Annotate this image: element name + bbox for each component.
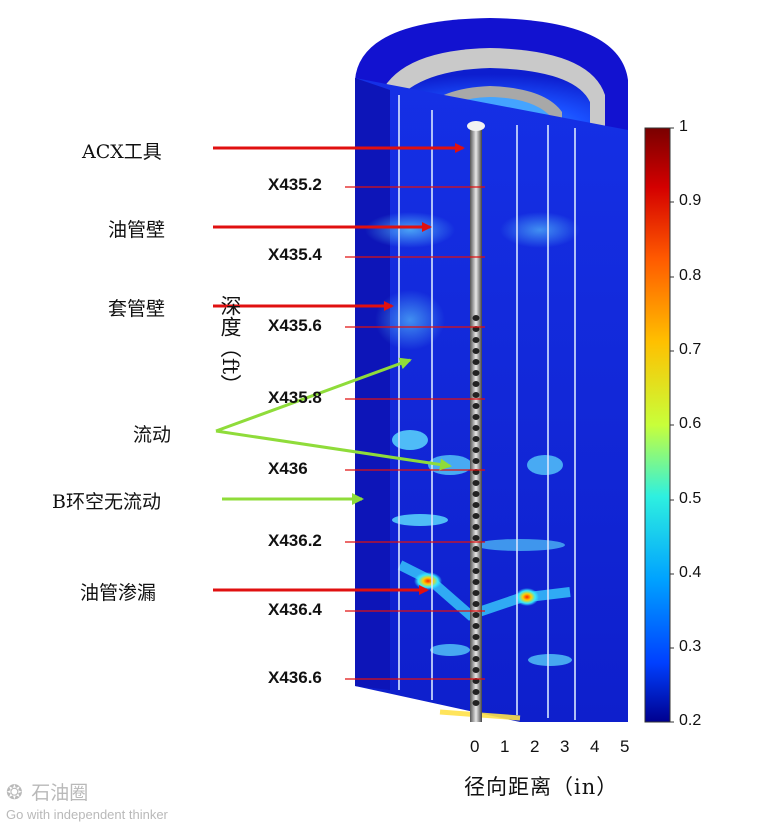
tool-perforation (472, 513, 480, 519)
tool-perforation (472, 568, 480, 574)
glow-7 (392, 514, 448, 526)
colorbar-tick-label: 0.8 (679, 267, 702, 284)
tool-perforation (472, 337, 480, 343)
tool-perforation (472, 502, 480, 508)
tool-perforation (472, 557, 480, 563)
x-tick-label: 5 (620, 737, 630, 756)
tool-perforation (472, 623, 480, 629)
leak-hot-1 (414, 572, 442, 590)
glow-3 (375, 290, 445, 350)
label-acx-tool: ACX工具 (82, 141, 162, 163)
colorbar-tick-label: 0.9 (679, 192, 702, 209)
tool-perforation (472, 700, 480, 706)
tool-perforation (472, 601, 480, 607)
y-axis-title: 深度（ft） (218, 295, 242, 396)
glow-8 (475, 539, 565, 551)
colorbar-tick-label: 0.3 (679, 638, 702, 655)
colorbar-tick-label: 0.5 (679, 490, 702, 507)
x-tick-label: 3 (560, 737, 570, 756)
tool-perforation (472, 315, 480, 321)
colorbar-tick-label: 0.6 (679, 415, 702, 432)
colorbar-ticks (670, 127, 674, 723)
depth-label: X435.4 (268, 245, 322, 264)
depth-label: X436.2 (268, 531, 322, 550)
tool-perforation (472, 491, 480, 497)
tool-perforation (472, 645, 480, 651)
tool-perforation (472, 348, 480, 354)
colorbar-tick-label: 0.7 (679, 341, 702, 358)
colorbar-tick-label: 0.4 (679, 564, 702, 581)
glow-10 (528, 654, 572, 666)
depth-label: X435.6 (268, 316, 322, 335)
tool-perforation (472, 546, 480, 552)
tool-perforation (472, 579, 480, 585)
tool-perforation (472, 689, 480, 695)
depth-leaders (345, 186, 485, 680)
colorbar-tick-label: 1 (679, 118, 688, 135)
watermark-slogan: Go with independent thinker (6, 807, 168, 822)
glow-1 (365, 212, 455, 248)
tool-perforation (472, 370, 480, 376)
tool-perforation (472, 458, 480, 464)
x-tick-label: 2 (530, 737, 540, 756)
tool-perforation (472, 392, 480, 398)
x-tick-label: 4 (590, 737, 600, 756)
tool-top (467, 121, 485, 131)
leak-hot-2 (515, 588, 539, 606)
watermark-name: 石油圈 (31, 783, 89, 804)
glow-4 (392, 430, 428, 450)
label-b-annulus-no-flow: B环空无流动 (52, 491, 161, 513)
tool-perforation (472, 436, 480, 442)
tool-perforation (472, 425, 480, 431)
x-tick-label: 0 (470, 737, 480, 756)
x-tick-label: 1 (500, 737, 510, 756)
depth-label: X436 (268, 459, 308, 478)
tool-perforation (472, 656, 480, 662)
model-face (355, 78, 628, 722)
depth-label: X436.6 (268, 668, 322, 687)
depth-label: X436.4 (268, 600, 322, 619)
tool-perforation (472, 447, 480, 453)
tool-perforation (472, 403, 480, 409)
depth-label: X435.8 (268, 388, 322, 407)
tool-perforation (472, 414, 480, 420)
tool-perforation (472, 634, 480, 640)
watermark-logo-icon: ❂ (6, 782, 23, 804)
tool-perforation (472, 359, 480, 365)
colorbar (644, 127, 671, 723)
depth-label: X435.2 (268, 175, 322, 194)
arrow-flow-1 (215, 357, 412, 433)
label-tubing-leak: 油管渗漏 (80, 582, 157, 604)
tool-perforation (472, 381, 480, 387)
tool-perforation (472, 667, 480, 673)
tool-perforation (472, 524, 480, 530)
tool-perforation (472, 535, 480, 541)
label-tubing-wall: 油管壁 (108, 219, 166, 241)
label-casing-wall: 套管壁 (108, 298, 166, 320)
glow-9 (430, 644, 470, 656)
glow-6 (527, 455, 563, 475)
label-flow: 流动 (133, 424, 172, 446)
model-side (355, 78, 390, 690)
tool-perforation (472, 590, 480, 596)
arrow-flow-2 (215, 429, 452, 471)
colorbar-tick-label: 0.2 (679, 712, 702, 729)
tool-perforation (472, 480, 480, 486)
glow-2 (500, 212, 580, 248)
x-axis-title: 径向距离（in） (464, 775, 619, 799)
tool-perforation (472, 612, 480, 618)
watermark: ❂ 石油圈 Go with independent thinker (6, 778, 168, 822)
